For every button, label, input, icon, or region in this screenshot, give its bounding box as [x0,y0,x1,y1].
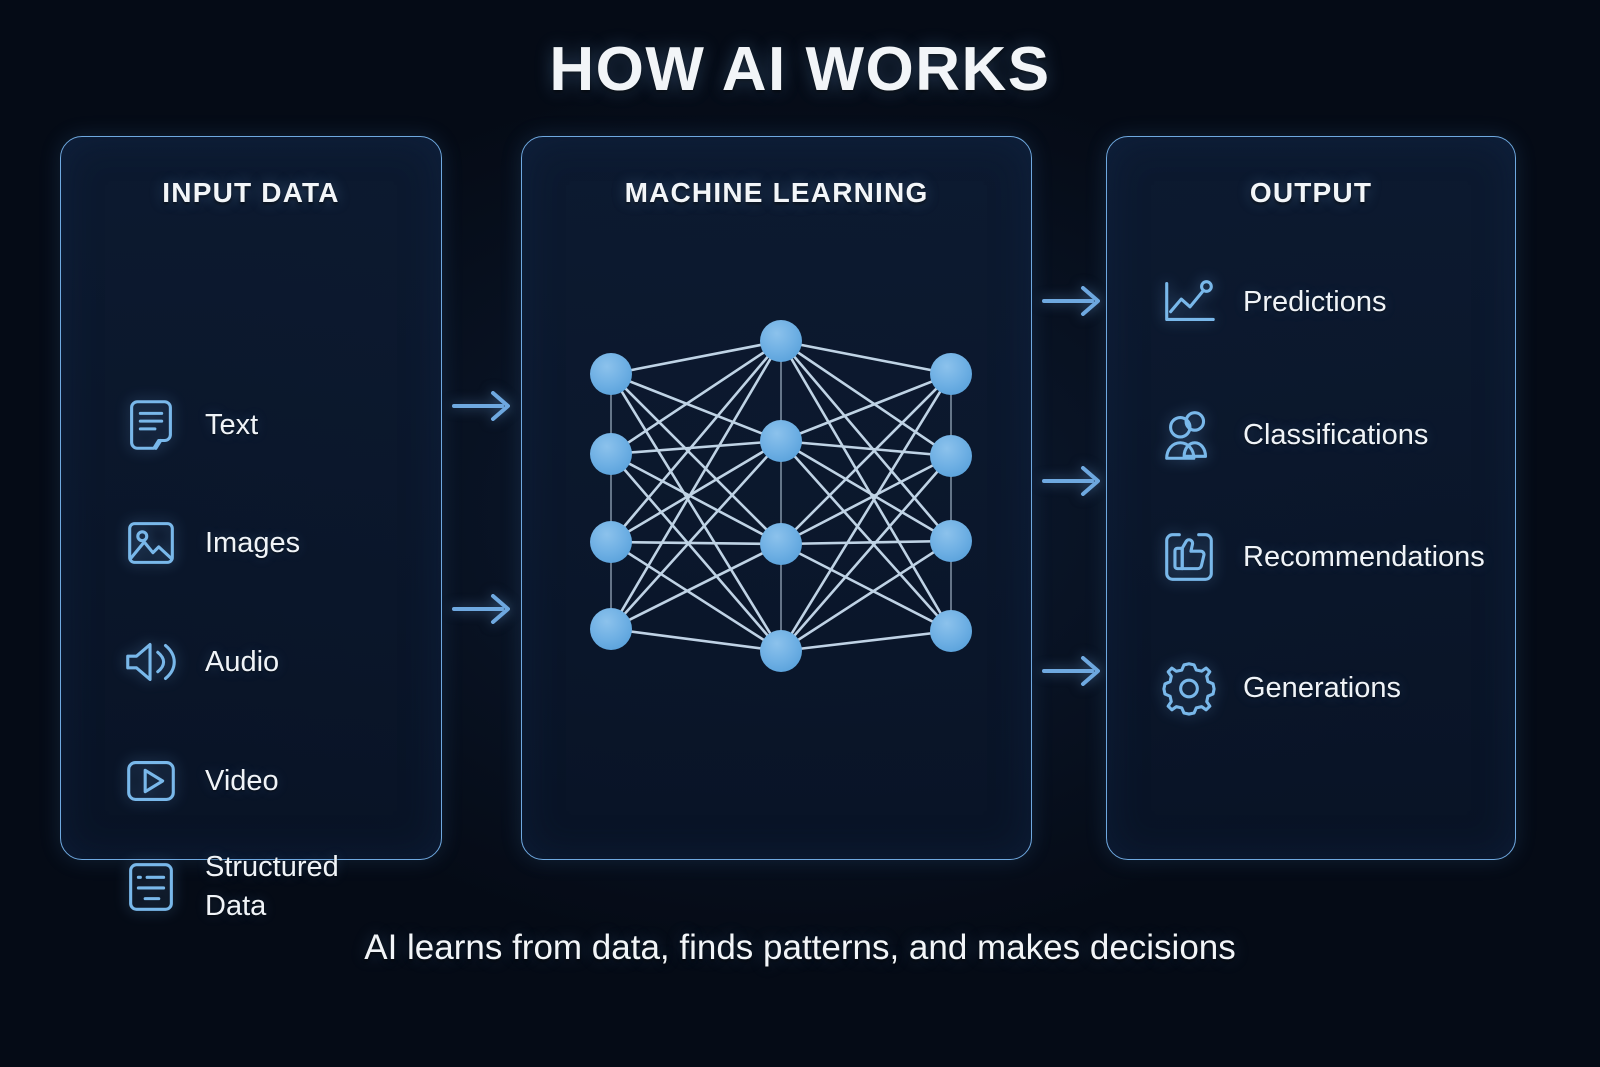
network-node-1-1 [760,420,802,462]
panel-input-title: INPUT DATA [162,177,340,208]
input-item-label: Text [205,408,259,441]
neural-network-diagram [590,320,972,672]
caption: AI learns from data, finds patterns, and… [364,928,1236,967]
document-text-icon [119,393,183,457]
panel-output-title: OUTPUT [1249,177,1373,208]
network-node-1-2 [760,523,802,565]
network-node-0-3 [590,608,632,650]
image-icon [119,511,183,575]
network-node-2-0 [930,353,972,395]
network-node-0-1 [590,433,632,475]
panel-input-data: INPUT DATA Text [60,136,442,922]
network-node-0-0 [590,353,632,395]
arrow-ml-to-output-2 [1040,461,1110,501]
video-play-icon [119,749,183,813]
panel-machine-learning: MACHINE LEARNING [521,136,1032,860]
output-item-predictions[interactable]: Predictions [1157,264,1386,340]
input-item-images[interactable]: Images [119,505,300,581]
network-node-2-3 [930,610,972,652]
panel-ml-title: MACHINE LEARNING [624,177,929,208]
output-item-label: Classifications [1243,418,1429,451]
input-item-label: Video [205,764,279,797]
output-item-recommendations[interactable]: Recommendations [1157,519,1485,595]
network-node-0-2 [590,521,632,563]
arrow-input-to-ml-1 [450,386,520,426]
speaker-wave-icon [119,630,183,694]
gear-icon [1157,656,1221,720]
output-item-label: Predictions [1243,285,1387,318]
input-item-label: Structured Data [205,851,339,922]
arrow-ml-to-output-3 [1040,651,1110,691]
arrow-ml-to-output-1 [1040,281,1110,321]
output-item-generations[interactable]: Generations [1157,650,1401,726]
output-item-list: Predictions Classifications [1107,137,1515,859]
line-chart-icon [1157,270,1221,334]
network-node-2-1 [930,435,972,477]
input-item-text[interactable]: Text [119,387,258,463]
input-item-label: Images [205,526,301,559]
network-node-1-0 [760,320,802,362]
output-item-label: Recommendations [1243,540,1485,573]
input-item-structured-data[interactable]: Structured Data [119,849,339,925]
input-item-list: Text Images [61,137,441,922]
network-node-1-3 [760,630,802,672]
output-item-label: Generations [1243,671,1401,704]
arrow-input-to-ml-2 [450,589,520,629]
input-item-label: Audio [205,645,280,678]
input-item-video[interactable]: Video [119,743,279,819]
people-group-icon [1157,403,1221,467]
structured-data-icon [119,855,183,919]
output-item-classifications[interactable]: Classifications [1157,397,1428,473]
network-node-2-2 [930,520,972,562]
panel-output: OUTPUT Predictions [1106,136,1516,860]
input-item-audio[interactable]: Audio [119,624,279,700]
page-title: HOW AI WORKS [549,35,1051,104]
thumbs-up-icon [1157,525,1221,589]
